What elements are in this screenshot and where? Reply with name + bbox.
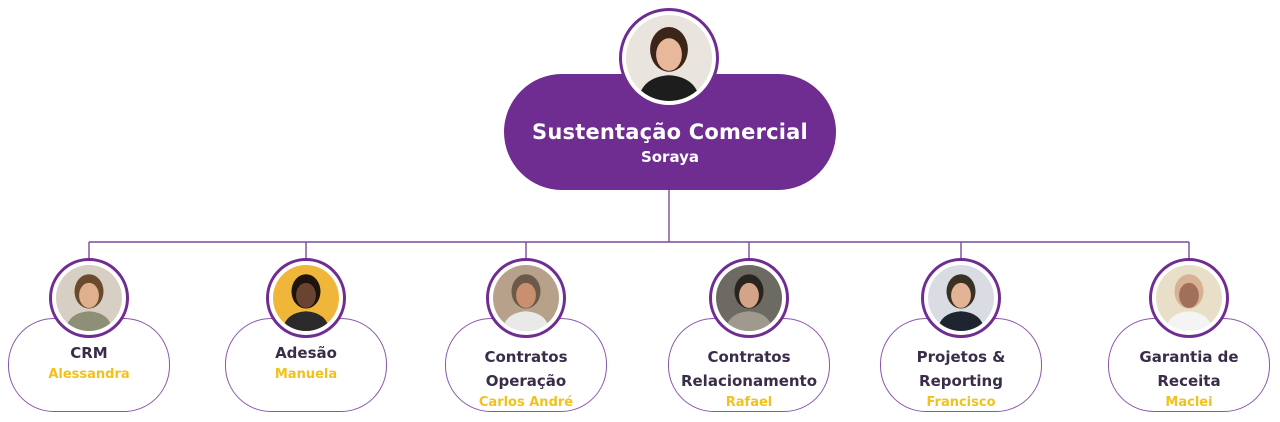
child-title: Projetos &: [916, 348, 1006, 366]
person-photo-icon: [1156, 265, 1222, 331]
child-name: Carlos André: [478, 395, 574, 410]
child-name: Alessandra: [48, 367, 130, 382]
person-photo-icon: [626, 15, 712, 101]
person-photo-icon: [493, 265, 559, 331]
child-avatar: [709, 258, 789, 338]
child-title: Operação: [485, 372, 567, 390]
root-name: Soraya: [640, 148, 700, 166]
child-name: Manuela: [274, 367, 338, 382]
root-node: Sustentação Comercial Soraya: [504, 74, 836, 190]
child-title: Receita: [1157, 372, 1221, 390]
child-title: Contratos: [707, 348, 791, 366]
child-avatar: [266, 258, 346, 338]
child-avatar: [486, 258, 566, 338]
person-photo-icon: [56, 265, 122, 331]
person-photo-icon: [273, 265, 339, 331]
child-name: Maclei: [1165, 395, 1213, 410]
child-name: Rafael: [725, 395, 773, 410]
child-title: Reporting: [919, 372, 1003, 390]
person-photo-icon: [928, 265, 994, 331]
child-avatar: [921, 258, 1001, 338]
child-title: Relacionamento: [680, 372, 818, 390]
person-photo-icon: [716, 265, 782, 331]
child-name: Francisco: [926, 395, 996, 410]
child-title: CRM: [70, 344, 108, 362]
child-avatar: [1149, 258, 1229, 338]
child-avatar: [49, 258, 129, 338]
root-title: Sustentação Comercial: [532, 120, 808, 144]
child-title: Adesão: [275, 344, 337, 362]
child-title: Garantia de: [1139, 348, 1239, 366]
child-title: Contratos: [484, 348, 568, 366]
root-avatar: [619, 8, 719, 108]
